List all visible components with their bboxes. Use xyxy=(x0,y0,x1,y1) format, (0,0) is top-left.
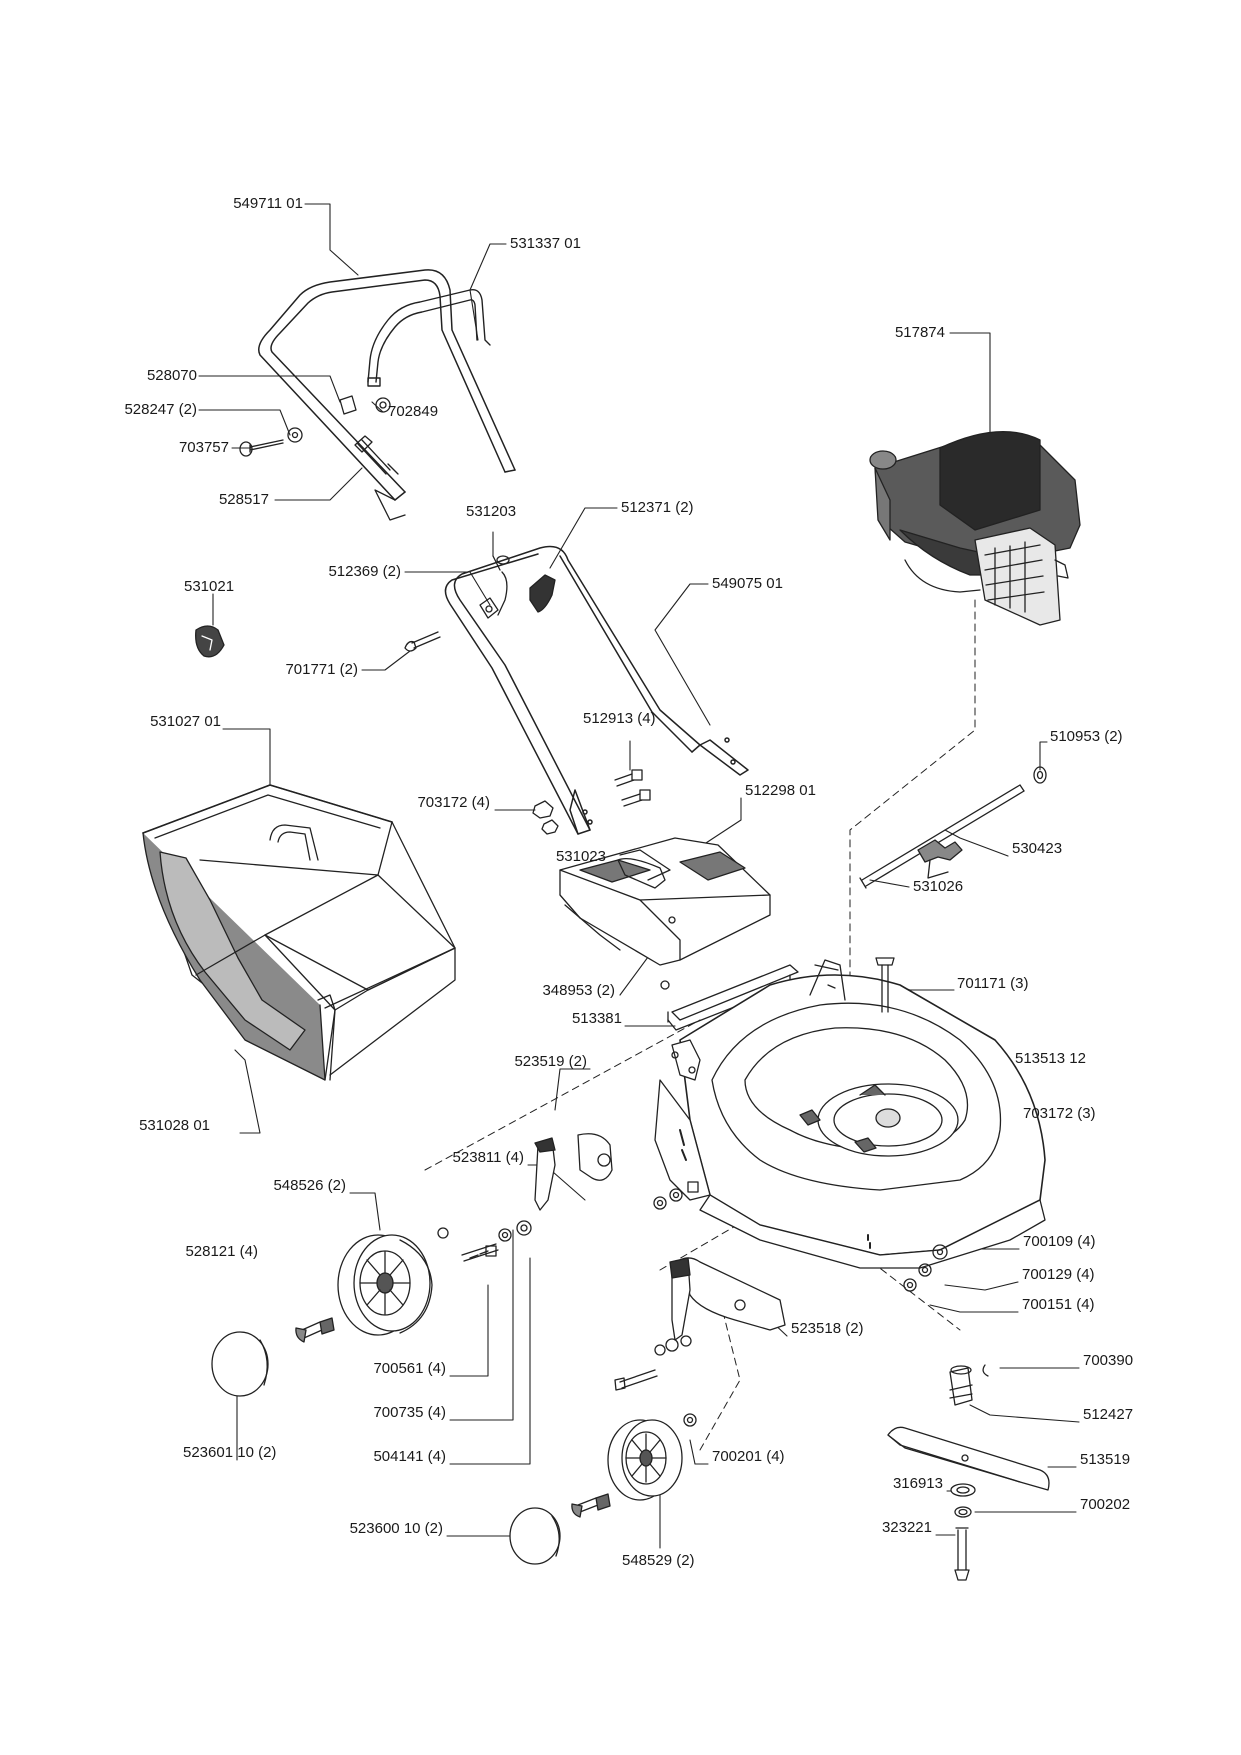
label-316913: 316913 xyxy=(892,1475,943,1492)
label-530423: 530423 xyxy=(1012,840,1063,857)
label-700202: 700202 xyxy=(1080,1496,1131,1513)
label-528121: 528121 (4) xyxy=(185,1243,258,1260)
deck-screws xyxy=(875,957,895,1013)
label-549075: 549075 01 xyxy=(712,575,783,592)
label-700129: 700129 (4) xyxy=(1022,1266,1095,1283)
label-510953: 510953 (2) xyxy=(1050,728,1123,745)
label-700561: 700561 (4) xyxy=(373,1360,446,1377)
label-512371: 512371 (2) xyxy=(621,499,694,516)
mower-deck xyxy=(654,959,1046,1269)
grass-catcher xyxy=(142,784,456,1081)
label-513519: 513519 xyxy=(1080,1451,1131,1468)
hub-caps xyxy=(211,1331,561,1565)
rear-flap xyxy=(559,837,771,990)
label-700390: 700390 xyxy=(1083,1352,1134,1369)
upper-small-parts xyxy=(239,395,406,521)
label-513513: 513513 12 xyxy=(1015,1050,1086,1067)
label-528517: 528517 xyxy=(218,491,269,508)
label-528070: 528070 xyxy=(146,367,197,384)
assembly-dashes xyxy=(424,599,976,1451)
label-700151: 700151 (4) xyxy=(1022,1296,1095,1313)
label-531027: 531027 01 xyxy=(150,713,221,730)
label-512298: 512298 01 xyxy=(745,782,816,799)
label-517874: 517874 xyxy=(894,324,945,341)
label-512913: 512913 (4) xyxy=(583,710,656,727)
label-548529: 548529 (2) xyxy=(622,1552,695,1569)
label-703757: 703757 xyxy=(178,439,229,456)
label-523600: 523600 10 (2) xyxy=(349,1520,443,1537)
label-701771: 701771 (2) xyxy=(285,661,358,678)
engine xyxy=(869,431,1081,626)
knob-531021 xyxy=(195,625,225,658)
label-323221: 323221 xyxy=(881,1519,932,1536)
label-528247: 528247 (2) xyxy=(124,401,197,418)
control-bar xyxy=(367,289,491,387)
blade-assembly xyxy=(887,1364,1050,1581)
label-700735: 700735 (4) xyxy=(373,1404,446,1421)
label-504141: 504141 (4) xyxy=(373,1448,446,1465)
lower-handle xyxy=(444,545,749,835)
label-523519: 523519 (2) xyxy=(514,1053,587,1070)
label-548526: 548526 (2) xyxy=(273,1177,346,1194)
label-531203: 531203 xyxy=(466,503,517,520)
label-531028: 531028 01 xyxy=(139,1117,210,1134)
label-523811: 523811 (4) xyxy=(452,1149,524,1166)
label-701171: 701171 (3) xyxy=(957,975,1029,992)
label-531021: 531021 xyxy=(184,578,235,595)
label-512369: 512369 (2) xyxy=(328,563,401,580)
label-700201: 700201 (4) xyxy=(712,1448,785,1465)
label-348953: 348953 (2) xyxy=(542,982,615,999)
rear-wheel xyxy=(337,1234,433,1336)
axle-assembly xyxy=(859,766,1047,889)
upper-handle xyxy=(258,269,516,501)
label-703172-4: 703172 (4) xyxy=(417,794,490,811)
label-702849: 702849 xyxy=(388,403,439,420)
label-513381: 513381 xyxy=(571,1010,622,1027)
label-531023: 531023 xyxy=(555,848,606,865)
height-adjusters xyxy=(534,1133,786,1341)
washers-nuts xyxy=(437,1181,948,1427)
label-523601: 523601 10 (2) xyxy=(183,1444,277,1461)
label-531337: 531337 01 xyxy=(510,235,581,252)
wheel-bolts xyxy=(295,1317,611,1518)
label-549711: 549711 01 xyxy=(233,195,303,212)
label-512427: 512427 xyxy=(1083,1406,1134,1423)
front-wheel xyxy=(607,1419,683,1501)
label-523518: 523518 (2) xyxy=(791,1320,864,1337)
label-531026: 531026 xyxy=(913,878,964,895)
lower-handle-fittings xyxy=(404,555,651,835)
label-700109: 700109 (4) xyxy=(1023,1233,1096,1250)
label-703172-3: 703172 (3) xyxy=(1023,1105,1096,1122)
